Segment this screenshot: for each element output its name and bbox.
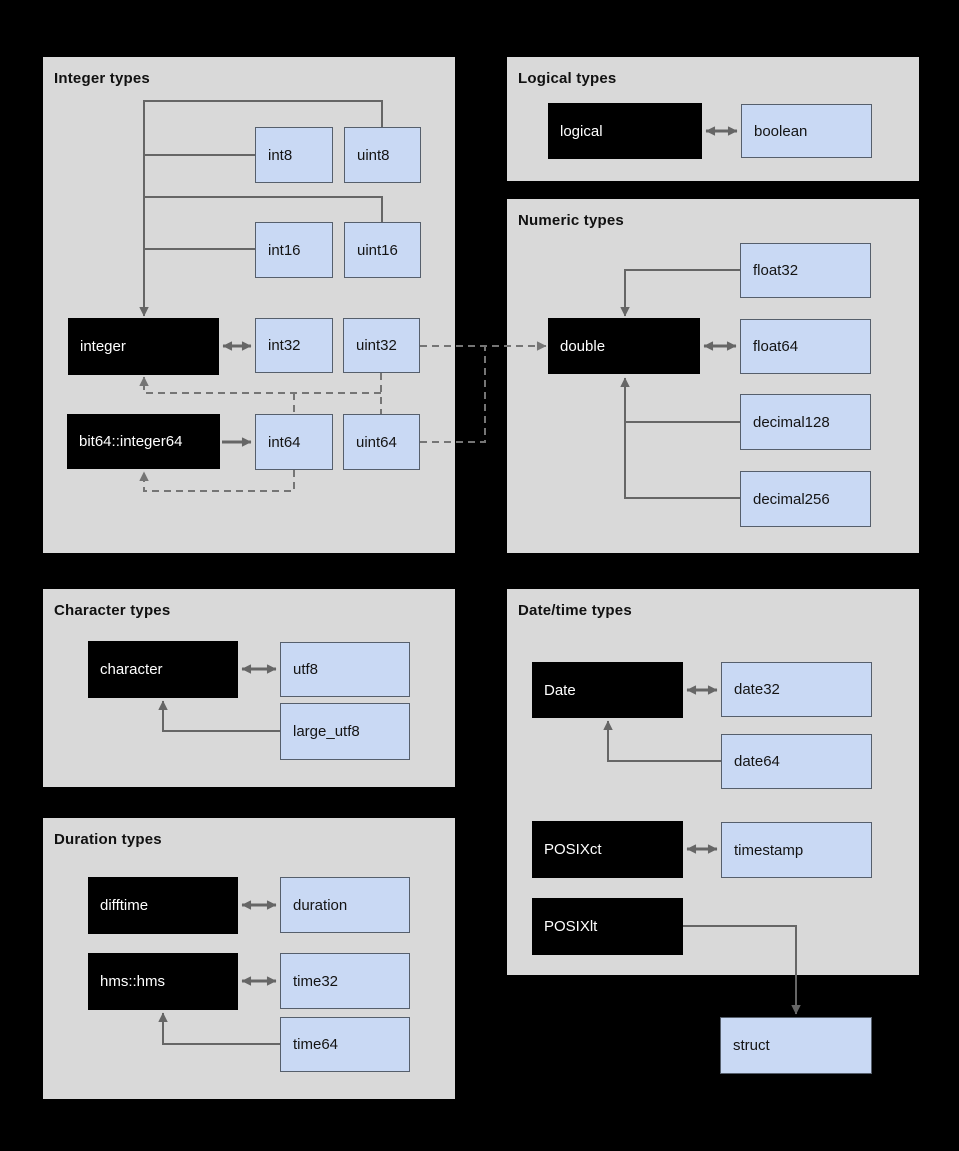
node-utf8: utf8: [280, 642, 410, 697]
node-uint16: uint16: [344, 222, 421, 278]
node-date: Date: [532, 662, 683, 718]
node-difftime: difftime: [88, 877, 238, 934]
node-int32: int32: [255, 318, 333, 373]
node-uint64: uint64: [343, 414, 420, 470]
node-int64: int64: [255, 414, 333, 470]
node-int16: int16: [255, 222, 333, 278]
node-posixlt: POSIXlt: [532, 898, 683, 955]
panel-title-numeric: Numeric types: [518, 212, 624, 229]
node-uint32: uint32: [343, 318, 420, 373]
node-duration: duration: [280, 877, 410, 933]
node-boolean: boolean: [741, 104, 872, 158]
node-hms-hms: hms::hms: [88, 953, 238, 1010]
node-bit64-integer64: bit64::integer64: [67, 414, 220, 469]
node-posixct: POSIXct: [532, 821, 683, 878]
node-integer: integer: [68, 318, 219, 375]
node-int8: int8: [255, 127, 333, 183]
panel-title-datetime: Date/time types: [518, 602, 632, 619]
node-character: character: [88, 641, 238, 698]
node-decimal128: decimal128: [740, 394, 871, 450]
panel-title-duration: Duration types: [54, 831, 162, 848]
node-timestamp: timestamp: [721, 822, 872, 878]
node-uint8: uint8: [344, 127, 421, 183]
node-float32: float32: [740, 243, 871, 298]
panel-title-logical: Logical types: [518, 70, 617, 87]
node-large-utf8: large_utf8: [280, 703, 410, 760]
node-date32: date32: [721, 662, 872, 717]
node-time64: time64: [280, 1017, 410, 1072]
node-struct: struct: [720, 1017, 872, 1074]
node-date64: date64: [721, 734, 872, 789]
node-logical: logical: [548, 103, 702, 159]
node-decimal256: decimal256: [740, 471, 871, 527]
node-float64: float64: [740, 319, 871, 374]
node-double: double: [548, 318, 700, 374]
node-time32: time32: [280, 953, 410, 1009]
panel-title-integer: Integer types: [54, 70, 150, 87]
panel-title-character: Character types: [54, 602, 171, 619]
